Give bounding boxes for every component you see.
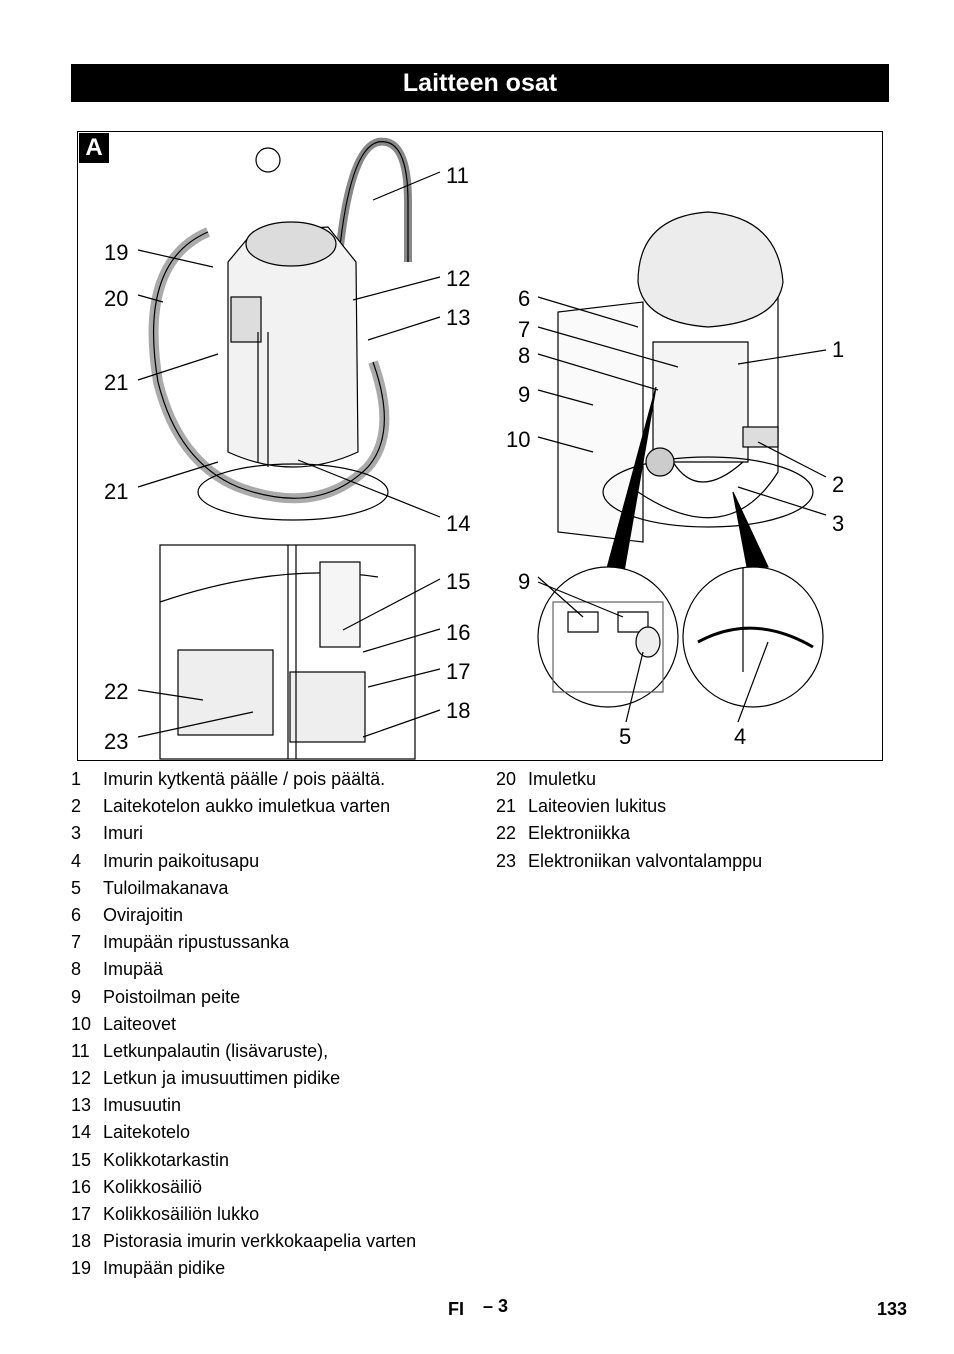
callout-19: 19 — [104, 240, 129, 265]
callout-16: 16 — [446, 620, 471, 645]
callout-15: 15 — [446, 569, 471, 594]
callout-17: 17 — [446, 659, 471, 684]
callout-4: 4 — [734, 724, 747, 749]
callout-9a: 9 — [518, 382, 531, 407]
callout-14: 14 — [446, 511, 471, 536]
callout-5: 5 — [619, 724, 632, 749]
figure-letter: A — [79, 133, 109, 163]
footer-page-number: 133 — [877, 1299, 908, 1319]
figure-a: A 11 12 13 14 15 16 17 18 19 20 21 21 22… — [77, 131, 883, 761]
callout-12: 12 — [446, 266, 471, 291]
callout-22: 22 — [104, 679, 129, 704]
callout-18: 18 — [446, 698, 471, 723]
callout-1: 1 — [832, 337, 845, 362]
callout-13: 13 — [446, 305, 471, 330]
callout-9b: 9 — [518, 569, 531, 594]
footer-language: FI — [448, 1299, 464, 1319]
page-title: Laitteen osat — [71, 64, 889, 102]
callout-11: 11 — [446, 163, 469, 188]
footer-section-page: – 3 — [483, 1296, 509, 1316]
device-illustration — [137, 137, 827, 760]
callout-6: 6 — [518, 286, 531, 311]
callout-2: 2 — [832, 472, 845, 497]
callout-7: 7 — [518, 317, 531, 342]
callout-23: 23 — [104, 729, 129, 754]
callout-3: 3 — [832, 511, 845, 536]
callout-8: 8 — [518, 343, 531, 368]
callout-21a: 21 — [104, 370, 129, 395]
callout-10: 10 — [506, 427, 531, 452]
callout-21b: 21 — [104, 479, 129, 504]
callout-20: 20 — [104, 286, 129, 311]
